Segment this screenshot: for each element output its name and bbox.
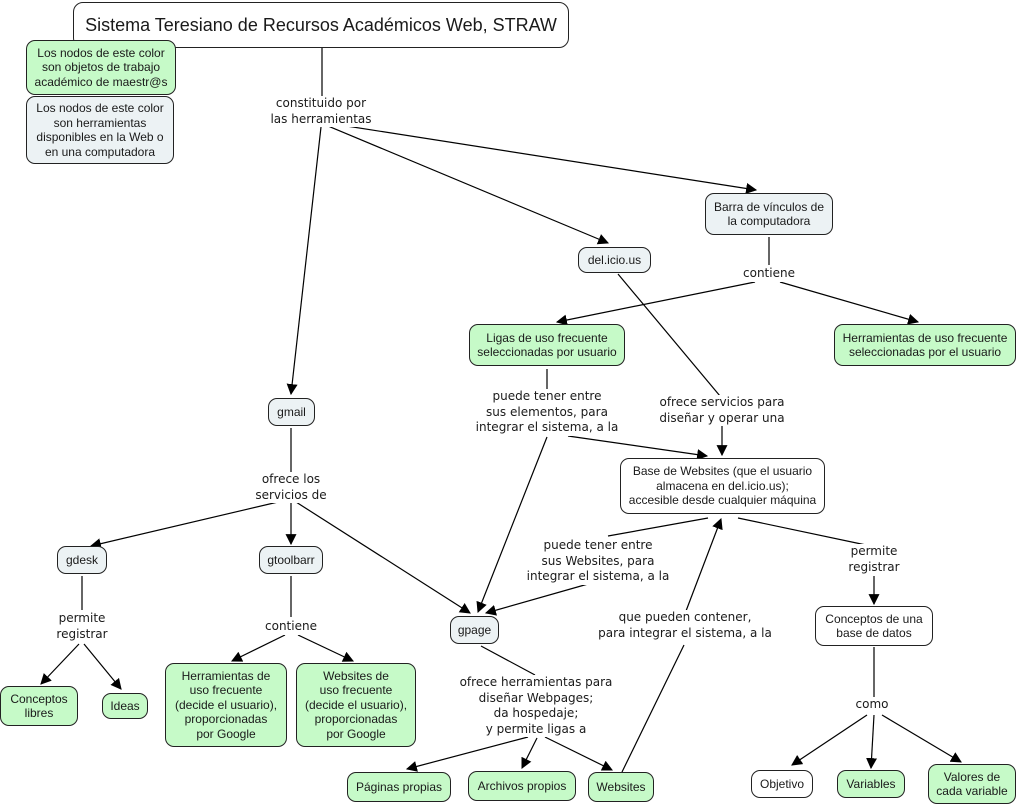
node-barra-vinculos[interactable]: Barra de vínculos de la computadora <box>705 193 833 235</box>
link-label-que-pueden: que pueden contener, para integrar el si… <box>597 610 773 641</box>
edge-constituido-barra <box>339 124 758 194</box>
node-conceptos-base-datos[interactable]: Conceptos de una base de datos <box>815 606 933 646</box>
edge-contiene-ligas <box>555 281 756 326</box>
edge-puedetener-gpage <box>476 436 548 614</box>
edge-contiene-herrgoogle <box>231 634 286 662</box>
node-gpage[interactable]: gpage <box>450 616 499 644</box>
link-label-ofrece-los: ofrece los servicios de <box>254 472 328 503</box>
node-delicious[interactable]: del.icio.us <box>578 247 651 273</box>
link-label-permite-registrar-base: permite registrar <box>847 544 901 575</box>
node-ideas[interactable]: Ideas <box>102 693 148 719</box>
node-ligas-uso-frecuente[interactable]: Ligas de uso frecuente seleccionadas por… <box>469 324 625 366</box>
link-label-constituido: constituido por las herramientas <box>269 96 373 127</box>
link-label-puede-tener-elementos: puede tener entre sus elementos, para in… <box>474 389 620 436</box>
edge-base-puedetenerweb <box>607 517 709 537</box>
node-gtoolbarr[interactable]: gtoolbarr <box>259 546 323 574</box>
edge-como-valores <box>881 714 962 763</box>
edge-permite-ideas <box>83 643 122 690</box>
edge-ofrecelos-gdesk <box>89 501 279 550</box>
edge-ofrecelos-gpage <box>295 501 471 614</box>
node-websites[interactable]: Websites <box>588 772 654 802</box>
node-paginas-propias[interactable]: Páginas propias <box>347 772 451 802</box>
node-websites-google[interactable]: Websites de uso frecuente (decide el usu… <box>296 663 416 747</box>
edge-quepueden-base <box>685 517 723 612</box>
edge-ofreceherr-paginas <box>405 736 529 772</box>
edge-puedetener-base <box>567 435 709 461</box>
link-label-contiene-barra: contiene <box>742 266 796 282</box>
node-archivos-propios[interactable]: Archivos propios <box>468 771 576 801</box>
node-herramientas-google[interactable]: Herramientas de uso frecuente (decide el… <box>165 663 287 747</box>
node-conceptos-libres[interactable]: Conceptos libres <box>0 686 78 726</box>
edge-permite-conceptoslibres <box>40 643 80 685</box>
edge-delicious-ofrece <box>617 273 721 397</box>
edge-ofreceherr-archivos <box>521 737 538 769</box>
link-label-contiene-gtoolbarr: contiene <box>264 619 318 635</box>
node-valores-variable[interactable]: Valores de cada variable <box>928 764 1016 804</box>
edge-constituido-delicious <box>327 125 610 245</box>
edge-gpage-ofreceherr <box>480 645 536 676</box>
edge-base-permite <box>737 517 867 546</box>
edge-como-objetivo <box>791 714 868 766</box>
link-label-ofrece-servicios: ofrece servicios para diseñar y operar u… <box>658 395 786 426</box>
node-herramientas-usuario[interactable]: Herramientas de uso frecuente selecciona… <box>834 324 1016 366</box>
link-label-puede-tener-websites: puede tener entre sus Websites, para int… <box>525 538 671 585</box>
link-label-como: como <box>854 697 890 713</box>
edge-contiene-webgoogle <box>297 634 354 662</box>
node-gdesk[interactable]: gdesk <box>57 546 107 574</box>
legend-academic-work-node[interactable]: Los nodos de este color son objetos de t… <box>26 40 176 95</box>
link-label-permite-registrar-gdesk: permite registrar <box>55 611 109 642</box>
node-variables[interactable]: Variables <box>837 770 905 798</box>
edge-contiene-herr <box>779 281 920 325</box>
node-objetivo[interactable]: Objetivo <box>751 770 813 798</box>
edge-como-variables <box>866 714 878 770</box>
edge-constituido-gmail <box>286 126 322 396</box>
edge-websites-quepueden <box>621 644 685 773</box>
edge-puedetenerweb-gpage <box>484 583 589 616</box>
edge-ofreceherr-websites <box>544 736 613 771</box>
node-gmail[interactable]: gmail <box>268 398 315 426</box>
legend-tool-node[interactable]: Los nodos de este color son herramientas… <box>26 96 174 164</box>
node-base-websites[interactable]: Base de Websites (que el usuario almacen… <box>620 458 825 514</box>
link-label-ofrece-herramientas: ofrece herramientas para diseñar Webpage… <box>458 675 614 737</box>
